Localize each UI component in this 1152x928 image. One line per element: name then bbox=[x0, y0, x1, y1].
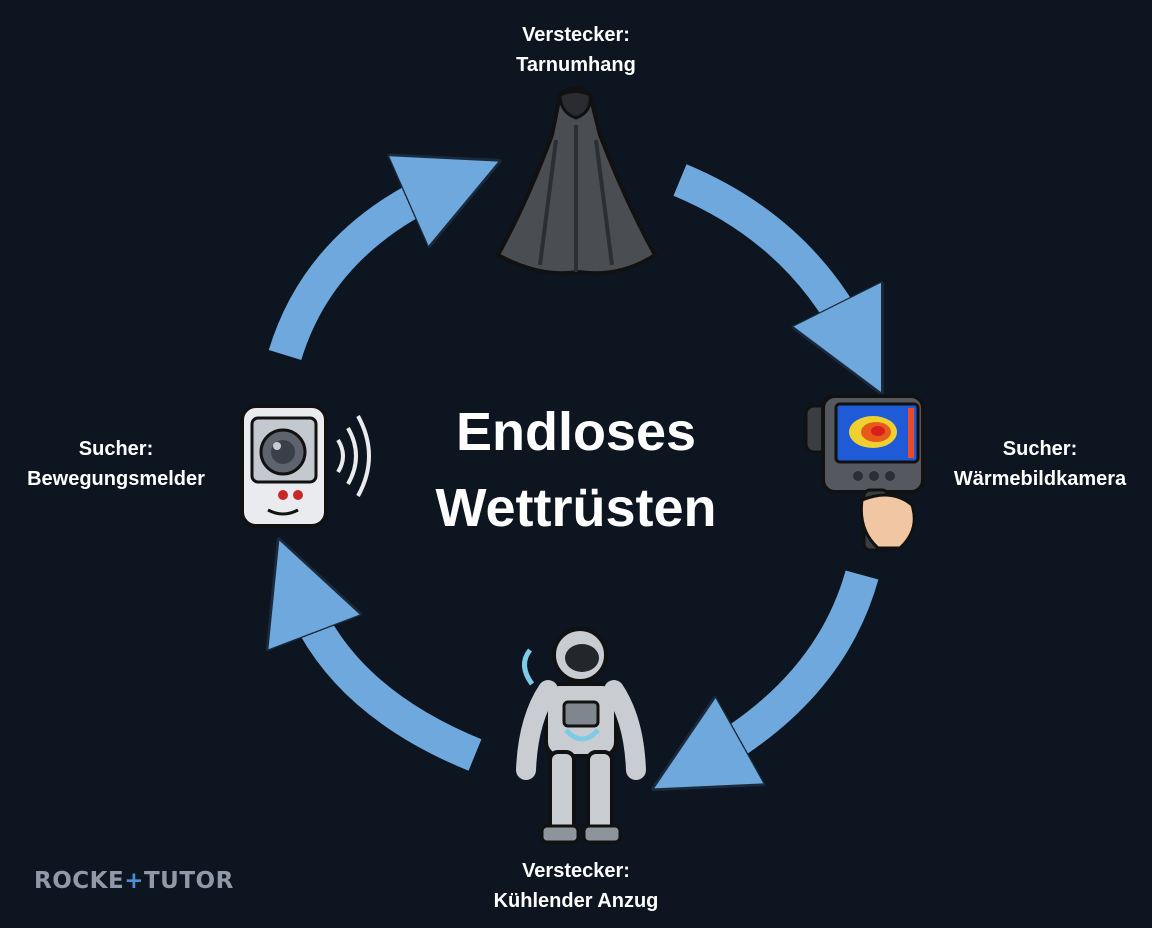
center-title-line2: Wettrüsten bbox=[435, 478, 717, 538]
motion-sensor-icon bbox=[240, 404, 371, 528]
label-right-role: Sucher: bbox=[1002, 438, 1078, 460]
logo-part2: TUTOR bbox=[143, 868, 234, 894]
label-bottom-item: Kühlender Anzug bbox=[493, 890, 659, 912]
label-left: Sucher: Bewegungsmelder bbox=[6, 434, 226, 494]
label-left-role: Sucher: bbox=[78, 438, 154, 460]
brand-logo: ROCKE+TUTOR bbox=[34, 868, 234, 894]
label-top-role: Verstecker: bbox=[522, 24, 630, 46]
astronaut-suit-icon bbox=[516, 627, 646, 844]
thermal-camera-icon bbox=[804, 394, 925, 552]
arrow-top-to-right bbox=[673, 164, 855, 340]
center-title: Endloses Wettrüsten bbox=[396, 394, 756, 546]
center-title-line1: Endloses bbox=[455, 402, 697, 462]
label-bottom: Verstecker: Kühlender Anzug bbox=[426, 856, 726, 916]
label-left-item: Bewegungsmelder bbox=[27, 468, 205, 490]
label-right-item: Wärmebildkamera bbox=[953, 468, 1127, 490]
logo-accent: + bbox=[124, 868, 144, 894]
arrow-left-to-top bbox=[268, 185, 445, 361]
cloak-icon bbox=[495, 86, 658, 276]
arrow-right-to-bottom bbox=[705, 570, 879, 760]
label-right: Sucher: Wärmebildkamera bbox=[932, 434, 1148, 494]
label-bottom-role: Verstecker: bbox=[522, 860, 630, 882]
logo-part1: ROCKE bbox=[34, 868, 125, 894]
arrow-bottom-to-left bbox=[300, 595, 482, 771]
label-top: Verstecker: Tarnumhang bbox=[426, 20, 726, 80]
label-top-item: Tarnumhang bbox=[516, 54, 636, 76]
